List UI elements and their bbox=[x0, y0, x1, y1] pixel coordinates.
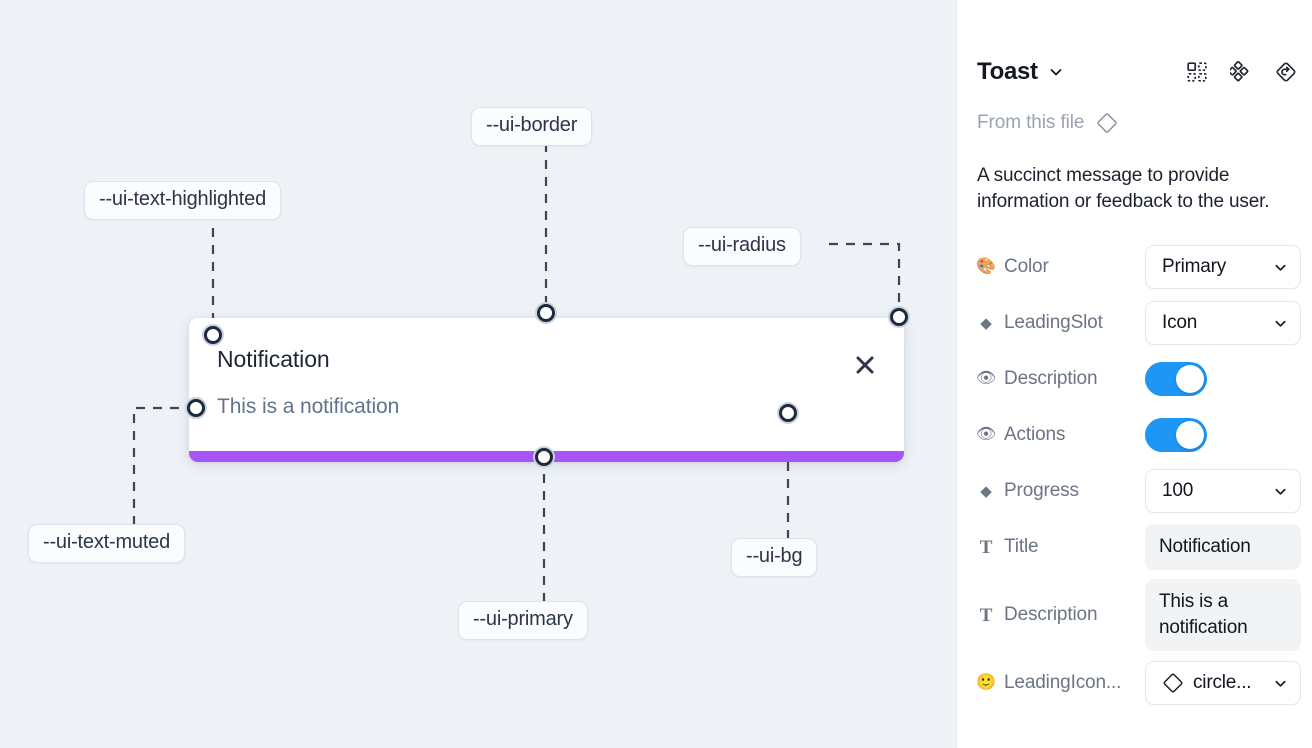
callout-ui-primary[interactable]: --ui-primary bbox=[458, 601, 588, 640]
property-label-leadingicon: 🙂 LeadingIcon... bbox=[977, 672, 1145, 694]
header-icon-group bbox=[1186, 60, 1298, 84]
description-input[interactable]: This is a notification bbox=[1145, 579, 1301, 651]
connector-ui-radius bbox=[829, 242, 901, 317]
toast-title: Notification bbox=[217, 346, 330, 372]
close-x-icon[interactable] bbox=[848, 348, 882, 382]
label-text: Description bbox=[1004, 604, 1098, 625]
from-this-file-label: From this file bbox=[977, 112, 1085, 133]
toast-description: This is a notification bbox=[217, 395, 400, 418]
label-text: Actions bbox=[1004, 424, 1066, 445]
eye-emoji: 👁 bbox=[977, 370, 997, 387]
callout-ui-border[interactable]: --ui-border bbox=[471, 107, 593, 146]
label-text: Color bbox=[1004, 256, 1049, 277]
property-label-progress: ◆ Progress bbox=[977, 480, 1145, 502]
property-row-leadingslot: ◆ LeadingSlot Icon bbox=[977, 299, 1301, 347]
component-grid-icon[interactable] bbox=[1186, 61, 1208, 83]
anchor-ui-text-highlighted[interactable] bbox=[204, 326, 222, 344]
smiley-emoji: 🙂 bbox=[977, 674, 996, 691]
diamond-icon bbox=[1096, 112, 1118, 134]
property-row-leadingicon: 🙂 LeadingIcon... circle... bbox=[977, 659, 1301, 707]
anchor-ui-radius[interactable] bbox=[890, 308, 908, 326]
anchor-ui-border[interactable] bbox=[537, 304, 555, 322]
reset-diamond-icon[interactable] bbox=[1274, 60, 1298, 84]
title-input[interactable]: Notification bbox=[1145, 524, 1301, 570]
diamond-icon bbox=[1162, 672, 1184, 694]
callout-ui-bg[interactable]: --ui-bg bbox=[731, 538, 818, 577]
variants-cluster-icon[interactable] bbox=[1230, 61, 1252, 83]
callout-ui-text-highlighted[interactable]: --ui-text-highlighted bbox=[84, 181, 281, 220]
property-row-progress: ◆ Progress 100 bbox=[977, 467, 1301, 515]
property-list: 🎨 Color Primary ◆ LeadingSlot bbox=[977, 243, 1301, 715]
progress-select-value: 100 bbox=[1162, 480, 1194, 501]
property-label-leadingslot: ◆ LeadingSlot bbox=[977, 312, 1145, 334]
design-canvas[interactable]: Notification This is a notification --ui… bbox=[0, 0, 956, 748]
text-t-icon: T bbox=[979, 536, 993, 558]
label-text: Description bbox=[1004, 368, 1098, 389]
progress-select[interactable]: 100 bbox=[1145, 469, 1301, 513]
label-text: Title bbox=[1004, 536, 1039, 557]
properties-panel: Toast bbox=[956, 0, 1312, 748]
diamond-icon: ◆ bbox=[980, 482, 992, 500]
property-row-description-text: T Description This is a notification bbox=[977, 579, 1301, 651]
text-t-icon: T bbox=[979, 604, 993, 626]
property-label-description-text: T Description bbox=[977, 604, 1145, 626]
chevron-down-icon[interactable] bbox=[1048, 64, 1064, 80]
connector-ui-text-muted bbox=[132, 406, 196, 525]
diamond-icon: ◆ bbox=[980, 314, 992, 332]
property-row-title: T Title Notification bbox=[977, 523, 1301, 571]
eye-emoji: 👁 bbox=[977, 426, 997, 443]
anchor-ui-bg[interactable] bbox=[779, 404, 797, 422]
property-row-color: 🎨 Color Primary bbox=[977, 243, 1301, 291]
label-text: LeadingSlot bbox=[1004, 312, 1103, 333]
panel-header: Toast bbox=[977, 52, 1298, 92]
anchor-ui-text-muted[interactable] bbox=[187, 399, 205, 417]
color-select-value: Primary bbox=[1162, 256, 1227, 277]
chevron-down-icon bbox=[1273, 316, 1288, 331]
callout-ui-radius[interactable]: --ui-radius bbox=[683, 227, 801, 266]
from-this-file-row[interactable]: From this file bbox=[977, 112, 1118, 134]
page-title: Toast bbox=[977, 58, 1038, 85]
component-description: A succinct message to provide informatio… bbox=[977, 165, 1270, 212]
chevron-down-icon bbox=[1273, 676, 1288, 691]
leadingslot-select-value: Icon bbox=[1162, 312, 1198, 333]
property-label-description: 👁 Description bbox=[977, 368, 1145, 390]
chevron-down-icon bbox=[1273, 484, 1288, 499]
description-toggle[interactable] bbox=[1145, 362, 1207, 396]
leadingicon-select-value: circle... bbox=[1193, 672, 1252, 693]
label-text: LeadingIcon... bbox=[1004, 672, 1122, 693]
leadingslot-select[interactable]: Icon bbox=[1145, 301, 1301, 345]
actions-toggle[interactable] bbox=[1145, 418, 1207, 452]
leadingicon-select[interactable]: circle... bbox=[1145, 661, 1301, 705]
color-select[interactable]: Primary bbox=[1145, 245, 1301, 289]
anchor-ui-primary[interactable] bbox=[535, 448, 553, 466]
property-row-description-toggle: 👁 Description bbox=[977, 355, 1296, 403]
property-label-color: 🎨 Color bbox=[977, 256, 1145, 278]
property-label-title: T Title bbox=[977, 536, 1145, 558]
property-row-actions-toggle: 👁 Actions bbox=[977, 411, 1296, 459]
toast-component-preview[interactable]: Notification This is a notification bbox=[189, 318, 904, 462]
chevron-down-icon bbox=[1273, 260, 1288, 275]
property-label-actions: 👁 Actions bbox=[977, 424, 1145, 446]
callout-ui-text-muted[interactable]: --ui-text-muted bbox=[28, 524, 186, 563]
label-text: Progress bbox=[1004, 480, 1079, 501]
palette-emoji: 🎨 bbox=[977, 258, 996, 275]
